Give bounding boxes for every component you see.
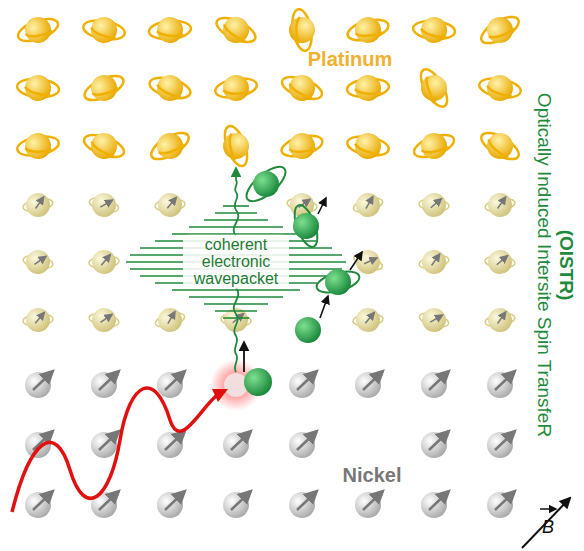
electron-orbit	[290, 202, 322, 250]
electron-orbit	[241, 161, 291, 207]
platinum-atom	[16, 73, 60, 103]
nickel-atom	[355, 371, 383, 398]
interface-atom	[483, 306, 517, 335]
interface-atom	[88, 249, 120, 276]
nickel-atom	[355, 491, 383, 518]
interface-atom	[418, 192, 450, 219]
platinum-atom	[79, 67, 128, 108]
nickel-atom	[223, 491, 251, 518]
material-label: Platinum	[308, 48, 392, 71]
platinum-atom	[80, 127, 128, 166]
vector-arrow	[540, 508, 556, 510]
method-title: Optically Induced Intersite Spin Transfe…	[533, 93, 555, 437]
spin-arrow	[320, 296, 328, 318]
field-arrow	[522, 498, 570, 548]
platinum-atom	[475, 124, 524, 168]
interface-atom	[350, 190, 385, 221]
nickel-atom	[91, 371, 119, 398]
platinum-atom	[410, 127, 458, 166]
nickel-atom	[487, 491, 515, 518]
nickel-atom	[421, 431, 449, 458]
nickel-atom	[157, 491, 185, 518]
platinum-atom	[213, 72, 259, 105]
platinum-atom	[15, 130, 61, 163]
interface-atom	[86, 190, 121, 221]
material-label: Nickel	[343, 464, 402, 487]
platinum-atom	[345, 130, 391, 163]
electron	[244, 368, 272, 396]
platinum-atom	[148, 15, 192, 45]
laser-arrowhead	[212, 389, 228, 402]
interface-atom	[152, 305, 187, 336]
platinum-atom	[412, 15, 456, 45]
nickel-atom	[25, 491, 53, 518]
nickel-atom	[91, 491, 119, 518]
interface-atom	[87, 306, 121, 335]
spin-arrow	[350, 252, 362, 270]
interface-atom	[154, 192, 186, 219]
platinum-atoms	[14, 7, 525, 170]
interface-atom	[21, 248, 55, 277]
platinum-atom	[278, 128, 325, 164]
electron	[293, 213, 319, 239]
platinum-atom	[412, 63, 456, 112]
nickel-atom	[25, 431, 53, 458]
platinum-atom	[217, 122, 256, 170]
platinum-atom	[278, 69, 326, 108]
nickel-atom	[223, 431, 251, 458]
nickel-atom	[157, 371, 185, 398]
nickel-atom	[487, 371, 515, 398]
platinum-atom	[14, 11, 62, 50]
nickel-atom	[91, 431, 119, 458]
method-acronym: (OISTR)	[555, 230, 577, 301]
platinum-atom	[211, 9, 260, 50]
nickel-atom	[25, 371, 53, 398]
platinum-atom	[477, 72, 523, 105]
nickel-atom	[421, 371, 449, 398]
laser-pulse	[12, 388, 216, 512]
electron	[295, 317, 321, 343]
platinum-atom	[286, 7, 319, 53]
interface-atoms	[21, 190, 517, 336]
wavepacket-label: coherent electronic wavepacket	[183, 235, 289, 289]
interface-atom	[416, 305, 451, 336]
interface-atom	[352, 307, 384, 334]
electron	[325, 269, 351, 295]
electron	[253, 171, 279, 197]
nickel-atom	[289, 491, 317, 518]
electron-orbit	[314, 268, 361, 297]
spin-arrow	[243, 342, 245, 372]
interface-atom	[484, 249, 516, 276]
nickel-atom	[289, 431, 317, 458]
nickel-atom	[289, 371, 317, 398]
interface-atom	[483, 191, 517, 220]
nickel-atom	[487, 431, 515, 458]
platinum-atom	[475, 8, 524, 52]
platinum-atom	[146, 70, 193, 106]
interface-atom	[21, 191, 55, 220]
spin-arrow	[318, 198, 326, 214]
field-symbol: B	[542, 517, 554, 538]
platinum-atom	[145, 124, 194, 168]
interface-atom	[417, 248, 451, 277]
interface-atom	[22, 307, 54, 334]
platinum-atom	[81, 14, 127, 47]
platinum-atom	[346, 73, 390, 103]
nickel-atom	[157, 431, 185, 458]
platinum-atom	[344, 12, 391, 48]
nickel-atom	[421, 491, 449, 518]
